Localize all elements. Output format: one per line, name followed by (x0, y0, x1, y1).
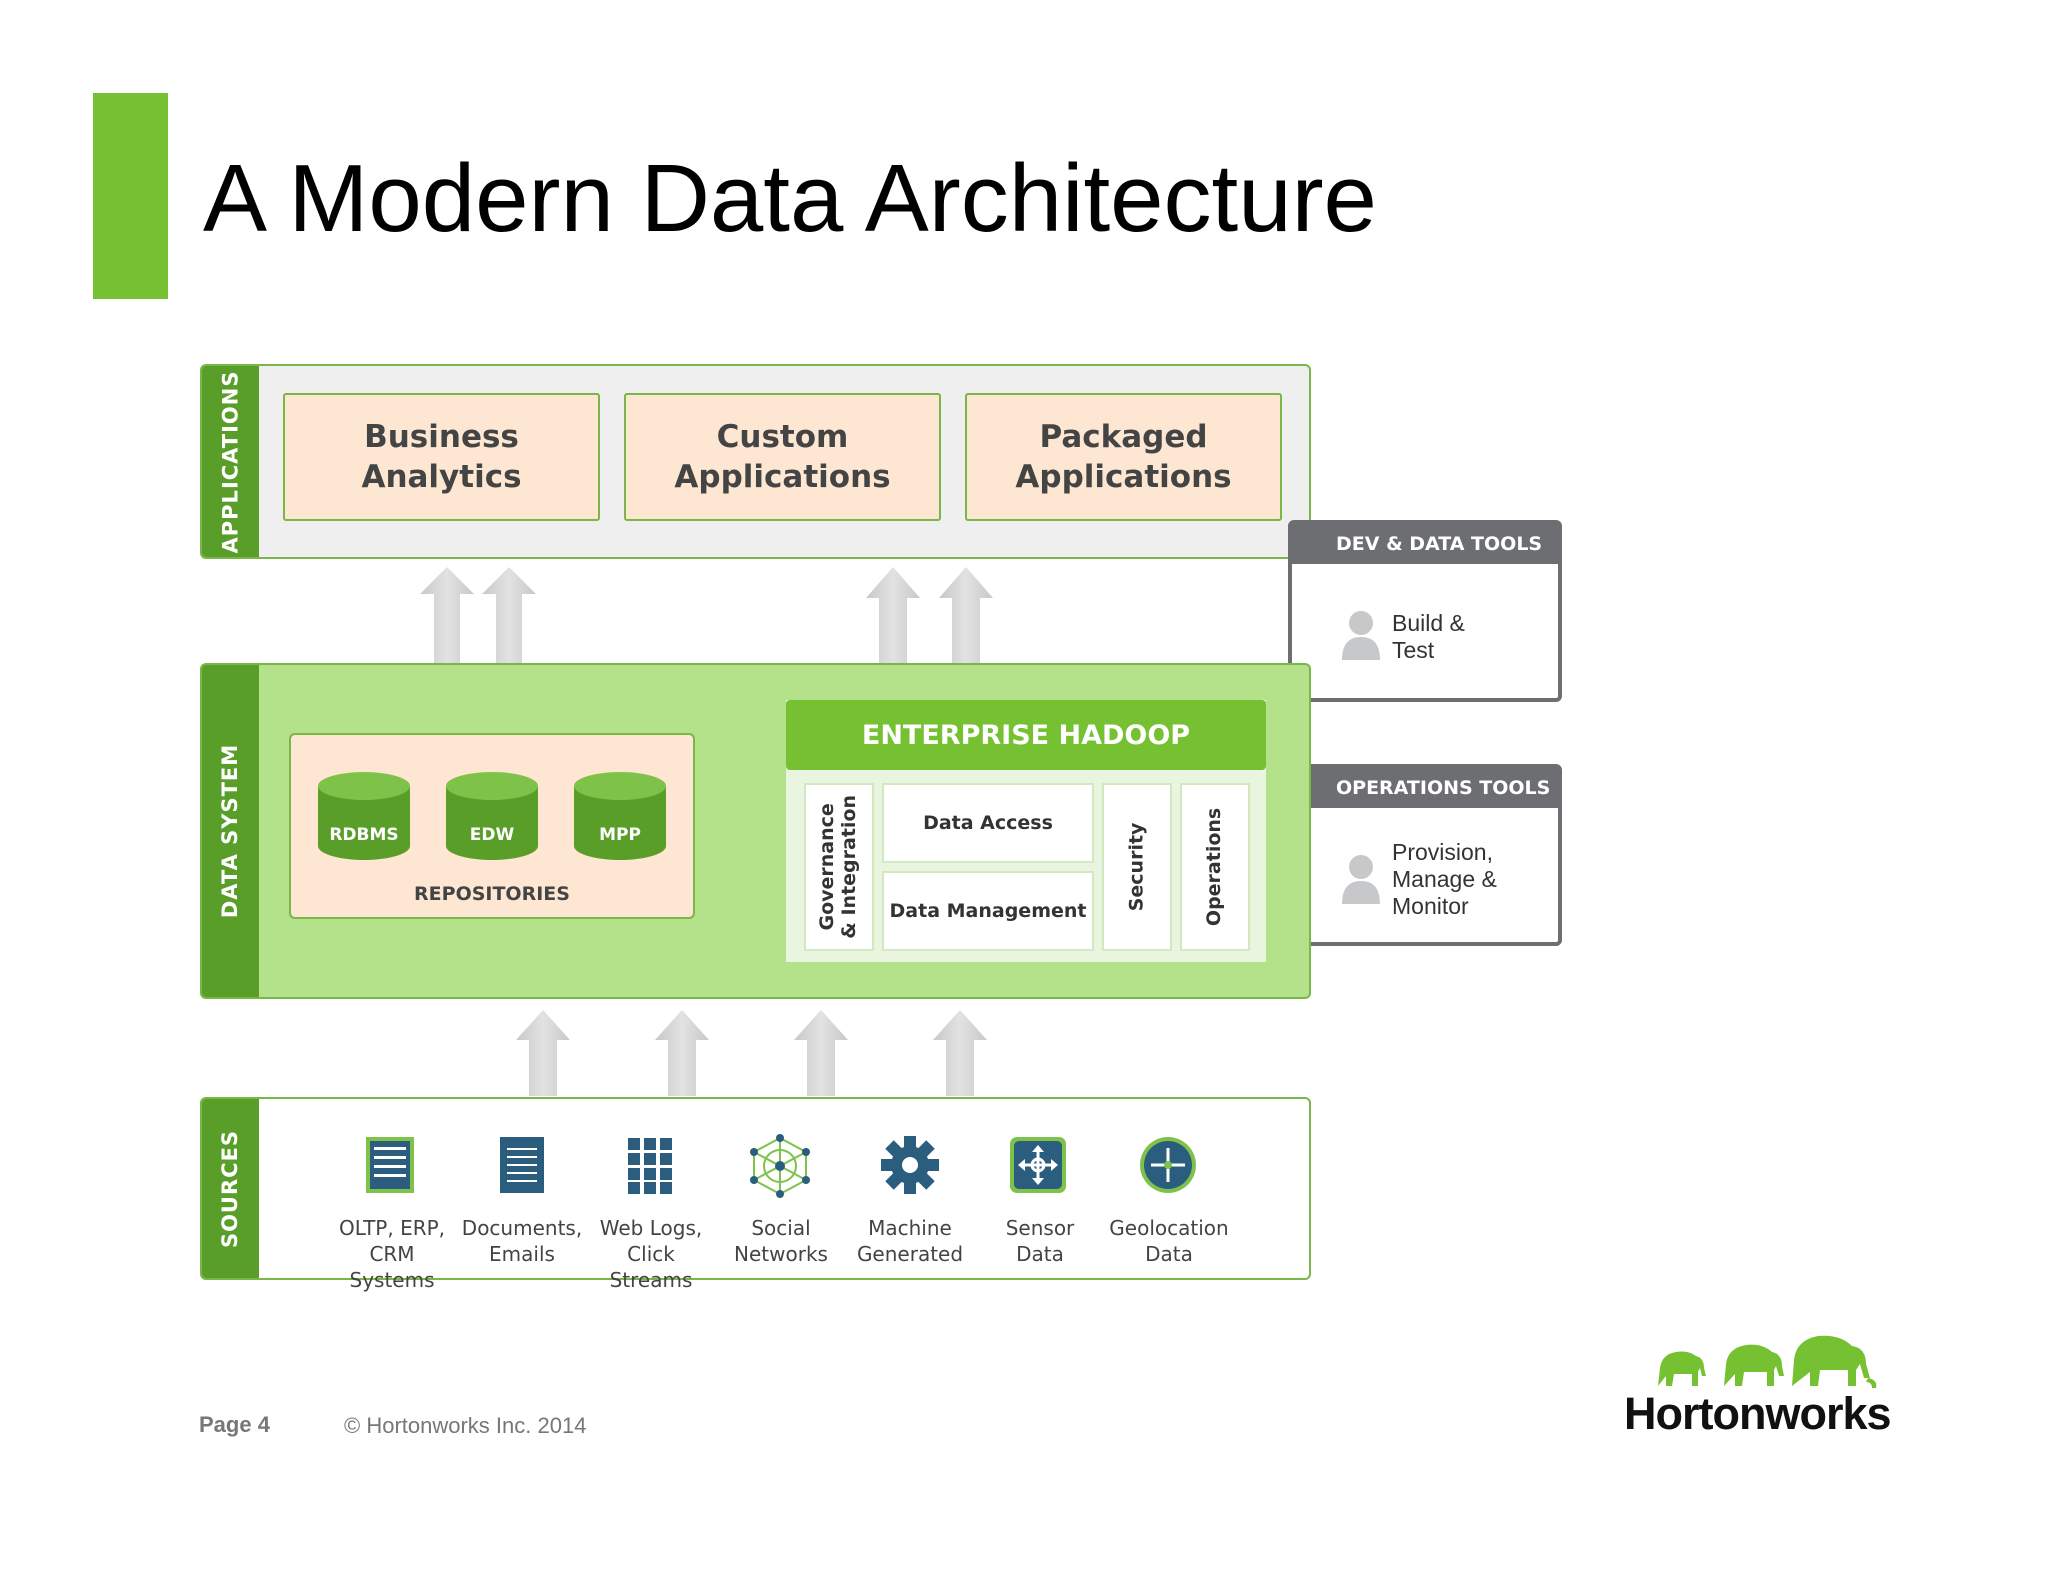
person-icon (1342, 611, 1380, 660)
sources-panel: SOURCES (200, 1097, 1311, 1280)
dev-data-tools-title: DEV & DATA TOOLS (1292, 524, 1558, 564)
up-arrow-source-4 (933, 1010, 987, 1096)
document-icon (500, 1137, 544, 1193)
db-label-edw: EDW (469, 825, 515, 845)
gear-icon (881, 1136, 939, 1194)
copyright-text: © Hortonworks Inc. 2014 (344, 1413, 587, 1438)
network-icon (750, 1134, 810, 1198)
repositories-label: REPOSITORIES (414, 883, 570, 905)
dev-data-tools-panel: DEV & DATA TOOLS Build &Test (1288, 520, 1562, 702)
data-system-side-label: DATA SYSTEM (202, 665, 259, 997)
person-icon (1342, 855, 1380, 904)
up-arrow-source-1 (516, 1010, 570, 1096)
source-label-oltp: OLTP, ERP,CRM Systems (338, 1216, 446, 1292)
dev-tools-description: Build &Test (1392, 610, 1465, 664)
data-access-cell: Data Access (882, 783, 1094, 863)
database-icon (318, 772, 410, 860)
bidirectional-arrow-left-1 (420, 567, 474, 722)
page-number: Page 4 (199, 1412, 270, 1437)
sensor-icon (1010, 1137, 1066, 1193)
up-arrow-source-2 (655, 1010, 709, 1096)
server-icon (366, 1137, 414, 1193)
operations-tools-panel: OPERATIONS TOOLS Provision,Manage &Monit… (1288, 764, 1562, 946)
geolocation-icon (1140, 1137, 1196, 1193)
ops-tools-description: Provision,Manage &Monitor (1392, 839, 1497, 920)
page-title: A Modern Data Architecture (203, 145, 1377, 252)
db-label-rdbms: RDBMS (329, 825, 399, 845)
database-icon (574, 772, 666, 860)
db-label-mpp: MPP (599, 825, 641, 845)
title-accent-bar (93, 93, 168, 299)
elephants-logo-icon (1658, 1335, 1877, 1388)
data-management-cell: Data Management (882, 871, 1094, 951)
source-label-weblogs: Web Logs,Click Streams (599, 1216, 703, 1292)
bidirectional-arrow-left-2 (482, 567, 536, 722)
sources-side-label: SOURCES (202, 1099, 259, 1278)
operations-cell: Operations (1180, 783, 1250, 951)
database-icon (446, 772, 538, 860)
operations-tools-title: OPERATIONS TOOLS (1292, 768, 1558, 808)
up-arrow-source-3 (794, 1010, 848, 1096)
applications-side-label: APPLICATIONS (202, 366, 259, 557)
governance-integration-cell: Governance& Integration (804, 783, 874, 951)
security-cell: Security (1102, 783, 1172, 951)
source-label-documents: Documents,Emails (461, 1216, 583, 1266)
enterprise-hadoop-title: ENTERPRISE HADOOP (786, 700, 1266, 770)
hortonworks-logo-text: Hortonworks (1624, 1388, 1892, 1439)
grid-icon (628, 1138, 672, 1194)
